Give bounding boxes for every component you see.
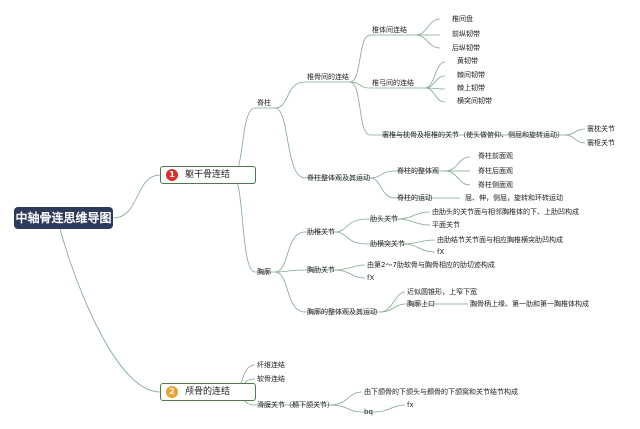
leaf[interactable]: 后纵韧带 <box>452 44 480 52</box>
node-atlanto-joints[interactable]: 寰椎与枕骨及枢椎的关节（使头做俯仰、侧屈和旋转运动） <box>382 131 564 139</box>
branch-label: 躯干骨连结 <box>185 170 231 180</box>
node-costovertebral[interactable]: 肋椎关节 <box>307 228 335 236</box>
leaf[interactable]: 横突间韧带 <box>457 97 492 105</box>
leaf[interactable]: 棘间韧带 <box>457 71 485 79</box>
branch-trunk-joints[interactable]: 1 躯干骨连结 <box>160 166 256 184</box>
leaf[interactable]: 棘上韧带 <box>457 84 485 92</box>
node-body-joints[interactable]: 椎体间连结 <box>372 26 407 34</box>
node-thorax-inlet[interactable]: 胸廓上口 <box>407 300 435 308</box>
node-synovial[interactable]: 滑膜关节（颞下颌关节） <box>257 401 334 409</box>
branch-label: 颅骨的连结 <box>185 387 231 397</box>
node-arch-joints[interactable]: 椎弓间的连结 <box>372 79 414 87</box>
leaf[interactable]: 脊柱前面观 <box>478 152 513 160</box>
leaf[interactable]: 由肋头的关节面与相邻胸椎体的下、上肋凹构成 <box>432 208 579 216</box>
node-thorax-overall[interactable]: 胸廓的整体观及其运动 <box>307 308 377 316</box>
leaf[interactable]: 椎间盘 <box>452 15 473 23</box>
leaf[interactable]: 软骨连结 <box>257 375 285 383</box>
node-thorax[interactable]: 胸廓 <box>257 268 271 276</box>
branch-skull-joints[interactable]: 2 颅骨的连结 <box>160 383 256 401</box>
leaf[interactable]: 脊柱侧面观 <box>478 181 513 189</box>
node-sternocostal[interactable]: 胸肋关节 <box>307 266 335 274</box>
node-whole-view[interactable]: 脊柱的整体观 <box>397 167 439 175</box>
node-costotransverse[interactable]: 肋横突关节 <box>370 240 405 248</box>
leaf[interactable]: fX <box>437 248 445 256</box>
leaf[interactable]: 由肋结节关节面与相应胸椎横突肋凹构成 <box>437 236 563 244</box>
node-spine-overall[interactable]: 脊柱整体观及其运动 <box>307 174 370 182</box>
leaf[interactable]: 由第2～7肋软骨与胸骨相应的肋切迹构成 <box>367 261 495 269</box>
node-costal-head[interactable]: 肋头关节 <box>370 215 398 223</box>
leaf[interactable]: 寰枢关节 <box>587 139 615 147</box>
leaf[interactable]: 前纵韧带 <box>452 30 480 38</box>
leaf[interactable]: 胸骨柄上缘、第一肋和第一胸椎体构成 <box>470 300 589 308</box>
leaf[interactable]: 由下颌骨的下颌头与颞骨的下颌窝和关节结节构成 <box>364 388 518 396</box>
leaf[interactable]: 脊柱后面观 <box>478 167 513 175</box>
leaf[interactable]: 纤维连结 <box>257 361 285 369</box>
leaf[interactable]: 平面关节 <box>432 221 460 229</box>
leaf[interactable]: 黄韧带 <box>457 57 478 65</box>
node-vertebral-joints[interactable]: 椎骨间的连结 <box>307 73 349 81</box>
leaf[interactable]: 屈、伸，侧屈，旋转和环转运动 <box>465 194 563 202</box>
node-spine-movement[interactable]: 脊柱的运动 <box>397 194 432 202</box>
leaf[interactable]: 近似圆锥形，上窄下宽 <box>407 288 477 296</box>
leaf[interactable]: fx <box>407 401 414 409</box>
number-badge: 2 <box>166 386 178 398</box>
leaf[interactable]: fX <box>367 274 375 282</box>
node-synovial-sub[interactable]: bq <box>364 408 373 416</box>
root-node[interactable]: 中轴骨连思维导图 <box>14 207 113 229</box>
node-spine[interactable]: 脊柱 <box>257 99 271 107</box>
number-badge: 1 <box>166 169 178 181</box>
leaf[interactable]: 寰枕关节 <box>587 125 615 133</box>
